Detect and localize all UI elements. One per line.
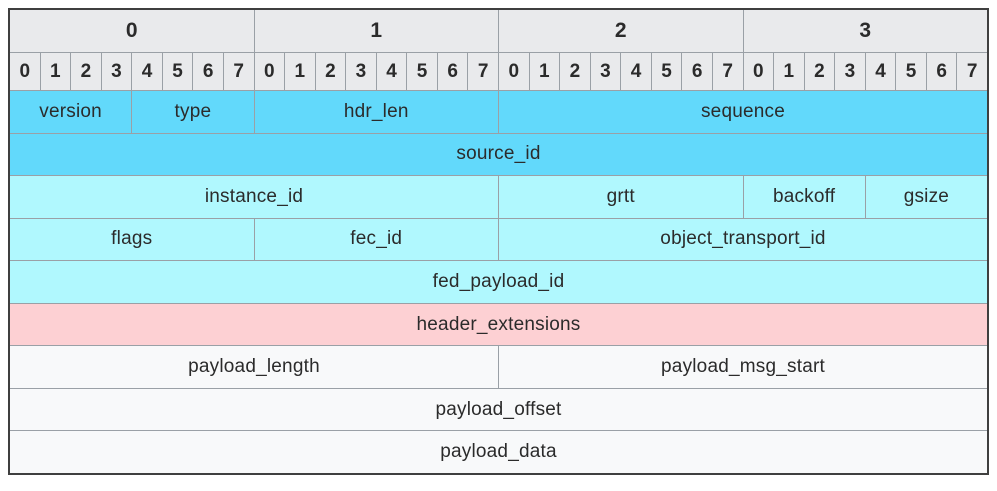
bit-header-byte2-bit7: 7 [712, 53, 743, 90]
bit-header-byte3-bit7: 7 [957, 53, 987, 90]
field-source-id: source_id [10, 133, 987, 176]
field-fed-payload-id: fed_payload_id [10, 261, 987, 303]
field-version: version [10, 91, 132, 133]
bit-header-byte2-bit0: 0 [499, 53, 529, 90]
bit-header-byte0-bit2: 2 [71, 53, 101, 90]
bit-header-byte0-bit0: 0 [10, 53, 40, 90]
bit-header-byte1-bit3: 3 [346, 53, 376, 90]
field-header-extensions: header_extensions [10, 303, 987, 346]
bit-header-byte0-bit4: 4 [132, 53, 162, 90]
bit-header-byte2-bit2: 2 [560, 53, 590, 90]
bit-header-byte1-bit7: 7 [468, 53, 498, 90]
field-payload-data: payload_data [10, 431, 987, 473]
bit-header-byte1-bit4: 4 [376, 53, 407, 90]
bit-header-byte1-bit6: 6 [437, 53, 468, 90]
bit-header-byte1-bit5: 5 [407, 53, 437, 90]
byte-header-0: 0 [10, 10, 254, 52]
bit-header-byte3-bit2: 2 [804, 53, 835, 90]
bit-header-byte2-bit3: 3 [590, 53, 621, 90]
bit-header-byte3-bit3: 3 [835, 53, 865, 90]
bit-header-byte0-bit7: 7 [223, 53, 254, 90]
field-backoff: backoff [743, 176, 865, 218]
bit-header-byte3-bit5: 5 [896, 53, 926, 90]
field-grtt: grtt [499, 176, 743, 218]
bit-header-byte1-bit0: 0 [254, 53, 285, 90]
bit-header-byte2-bit1: 1 [529, 53, 560, 90]
field-flags: flags [10, 218, 254, 261]
field-hdr-len: hdr_len [254, 91, 498, 133]
field-instance-id: instance_id [10, 176, 498, 218]
field-payload-length: payload_length [10, 346, 498, 388]
field-gsize: gsize [865, 176, 987, 218]
bit-header-byte2-bit4: 4 [621, 53, 651, 90]
bit-header-byte2-bit6: 6 [682, 53, 712, 90]
field-payload-offset: payload_offset [10, 388, 987, 431]
byte-header-1: 1 [254, 10, 498, 52]
bit-header-byte1-bit2: 2 [315, 53, 346, 90]
field-sequence: sequence [499, 91, 987, 133]
bit-header-byte3-bit4: 4 [865, 53, 896, 90]
bit-header-byte2-bit5: 5 [651, 53, 682, 90]
field-object-transport-id: object_transport_id [499, 218, 987, 261]
field-type: type [132, 91, 254, 133]
byte-header-2: 2 [499, 10, 743, 52]
byte-header-3: 3 [743, 10, 987, 52]
field-payload-msg-start: payload_msg_start [499, 346, 987, 388]
field-fec-id: fec_id [254, 218, 498, 261]
bit-header-byte3-bit0: 0 [743, 53, 774, 90]
bit-header-byte3-bit6: 6 [926, 53, 957, 90]
bit-header-byte1-bit1: 1 [285, 53, 315, 90]
bit-header-byte0-bit3: 3 [101, 53, 132, 90]
bit-header-byte0-bit5: 5 [162, 53, 193, 90]
bit-header-byte3-bit1: 1 [774, 53, 804, 90]
bit-header-byte0-bit1: 1 [40, 53, 71, 90]
bit-header-byte0-bit6: 6 [193, 53, 223, 90]
